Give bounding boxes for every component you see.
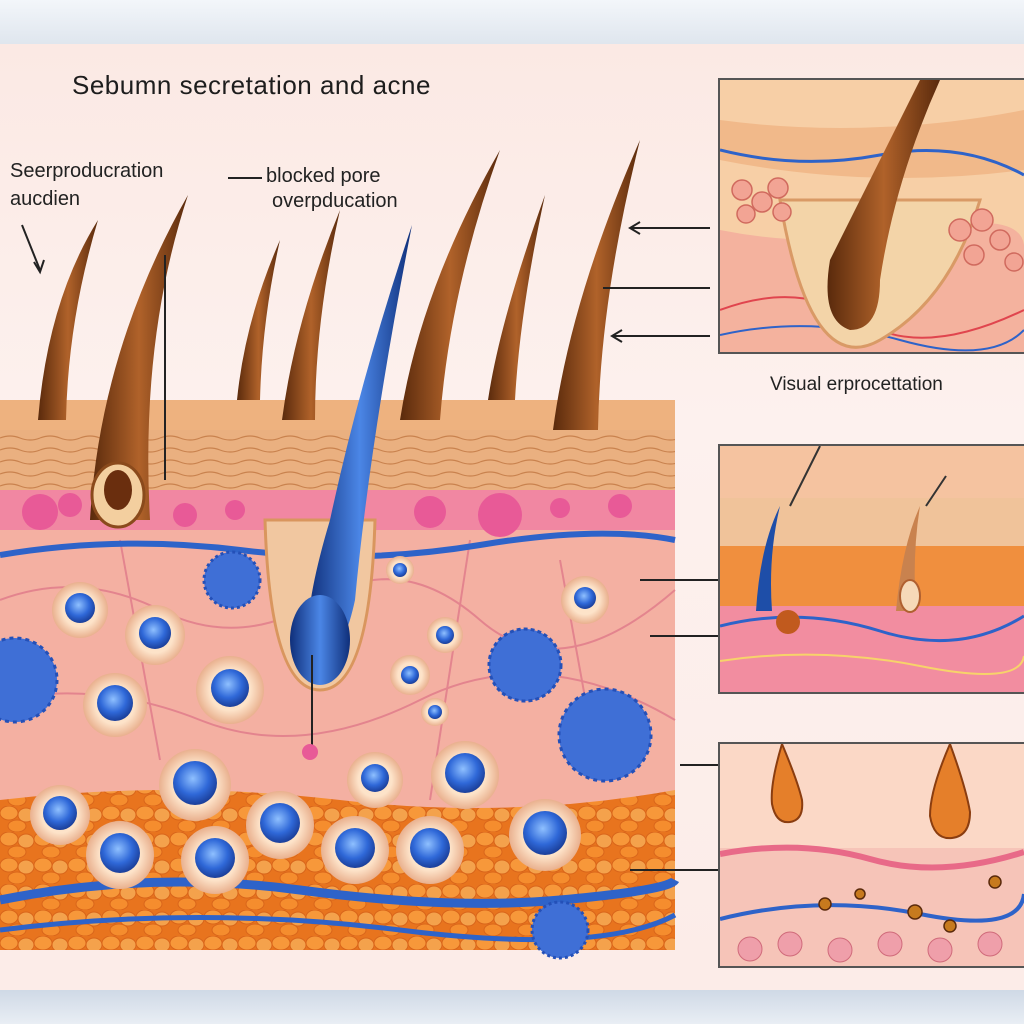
bacteria-icon <box>0 550 653 960</box>
label-left-line2: aucdien <box>10 188 81 210</box>
label-visual: Visual erprocettation <box>770 374 943 395</box>
inset-sebum-layers <box>718 444 1024 694</box>
inset-sebum-droplets <box>718 742 1024 968</box>
bottom-frame-bar <box>0 990 1024 1024</box>
arrow-icon <box>21 224 41 271</box>
hair-strands <box>38 140 640 529</box>
inset-follicle-closeup <box>718 78 1024 354</box>
label-mid-line1: blocked pore <box>266 165 381 187</box>
skin-cells <box>30 556 609 894</box>
label-mid-line2: overpducation <box>272 190 398 212</box>
page-title: Sebumn secretation and acne <box>72 70 431 100</box>
label-left-line1: Seerproducration <box>10 160 164 182</box>
